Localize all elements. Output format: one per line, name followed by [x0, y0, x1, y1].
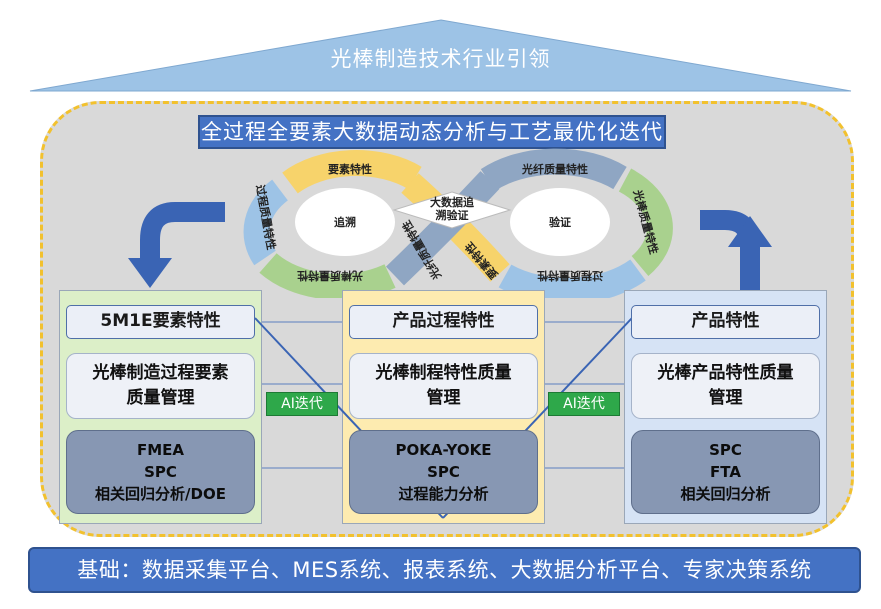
- roof-shape: [29, 19, 852, 92]
- column-2-tool-3: 过程能力分析: [398, 485, 489, 503]
- loop-seg-right-top: 光纤质量特性: [521, 162, 588, 176]
- loop-seg-left-top: 要素特性: [328, 162, 372, 176]
- column-1-tools: FMEA SPC 相关回归分析/DOE: [66, 430, 255, 514]
- column-2-mid-line-2: 管理: [426, 388, 461, 408]
- column-2-mid: 光棒制程特性质量 管理: [349, 353, 538, 419]
- banner-title: 全过程全要素大数据动态分析与工艺最优化迭代: [198, 115, 666, 149]
- column-2-mid-line-1: 光棒制程特性质量: [375, 363, 512, 383]
- column-1-mid: 光棒制造过程要素 质量管理: [66, 353, 255, 419]
- column-3-mid: 光棒产品特性质量 管理: [631, 353, 820, 419]
- column-3-header: 产品特性: [631, 305, 820, 339]
- loop-seg-left-bottom: 光棒质量特性: [297, 269, 364, 283]
- column-1-mid-line-1: 光棒制造过程要素: [92, 363, 229, 383]
- column-3-tools: SPC FTA 相关回归分析: [631, 430, 820, 514]
- ai-iteration-tag-left: AI迭代: [266, 392, 338, 416]
- loop-middle-2: 溯验证: [436, 208, 469, 222]
- column-1-tool-2: SPC: [144, 463, 177, 481]
- column-2-tool-2: SPC: [427, 463, 460, 481]
- column-1-mid-line-2: 质量管理: [126, 388, 195, 408]
- loop-left-center: 追溯: [334, 215, 356, 229]
- foundation-bar: 基础：数据采集平台、MES系统、报表系统、大数据分析平台、专家决策系统: [28, 547, 861, 593]
- loop-right-center: 验证: [549, 215, 571, 229]
- roof-title: 光棒制造技术行业引领: [330, 47, 551, 71]
- column-2-header: 产品过程特性: [349, 305, 538, 339]
- column-1-tool-1: FMEA: [136, 441, 185, 459]
- column-2-tools: POKA-YOKE SPC 过程能力分析: [349, 430, 538, 514]
- column-1-header: 5M1E要素特性: [66, 305, 255, 339]
- column-3-mid-line-1: 光棒产品特性质量: [657, 363, 794, 383]
- column-3-tool-2: FTA: [710, 463, 741, 481]
- column-1-tool-3: 相关回归分析/DOE: [95, 485, 226, 503]
- column-3-mid-line-2: 管理: [708, 388, 743, 408]
- loop-middle-1: 大数据追: [430, 195, 475, 209]
- ai-iteration-tag-right: AI迭代: [548, 392, 620, 416]
- column-3-tool-3: 相关回归分析: [680, 485, 771, 503]
- infinity-loop: 追溯 验证 大数据追 溯验证 要素特性 过程质量特性 光棒质量特性 光纤质量特性…: [243, 148, 673, 298]
- left-down-arrow: [140, 202, 225, 262]
- column-2-tool-1: POKA-YOKE: [395, 441, 492, 459]
- loop-seg-right-bottom: 过程质量特性: [537, 269, 603, 283]
- column-3-tool-1: SPC: [709, 441, 742, 459]
